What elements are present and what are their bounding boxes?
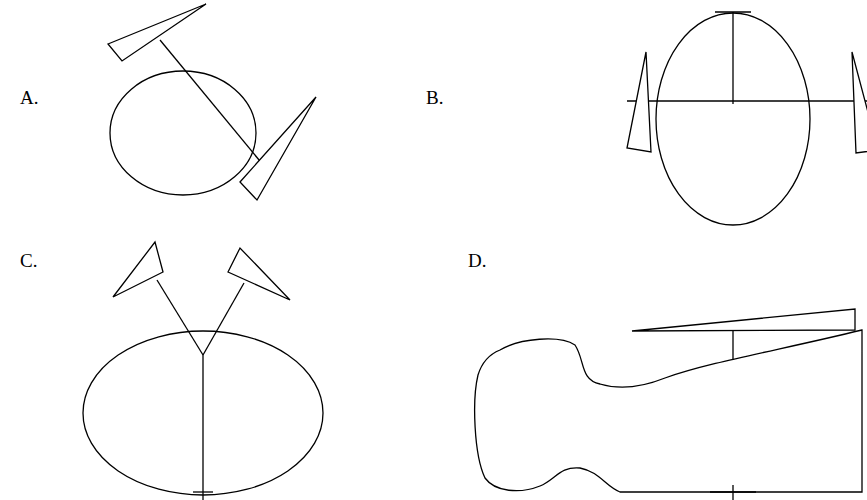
figure-b (627, 12, 867, 225)
body-ellipse (110, 71, 256, 195)
figure-c (83, 242, 323, 500)
figure-a (108, 4, 316, 200)
fin (632, 309, 855, 331)
figure-d (475, 309, 862, 500)
mount-rod (732, 12, 733, 104)
figure-letter: D. (468, 251, 486, 270)
figure-letter: B. (426, 88, 443, 107)
figure-letter: C. (20, 251, 37, 270)
mount-rod (157, 280, 203, 355)
mount-rod (160, 40, 264, 166)
figure-letter: A. (20, 88, 38, 107)
fin (113, 242, 163, 297)
body-ellipse (656, 13, 810, 225)
mount-rod (732, 330, 733, 360)
crossbar (715, 11, 751, 12)
mount-rod (202, 355, 203, 500)
crossbar (193, 491, 213, 492)
mount-rod (203, 283, 244, 355)
fin (240, 97, 316, 200)
fin (228, 248, 290, 300)
fin (852, 52, 867, 153)
mount-rod (732, 485, 733, 500)
fin (108, 4, 206, 61)
fin (627, 52, 651, 152)
mount-rod (627, 100, 867, 101)
body-outline (475, 330, 862, 492)
